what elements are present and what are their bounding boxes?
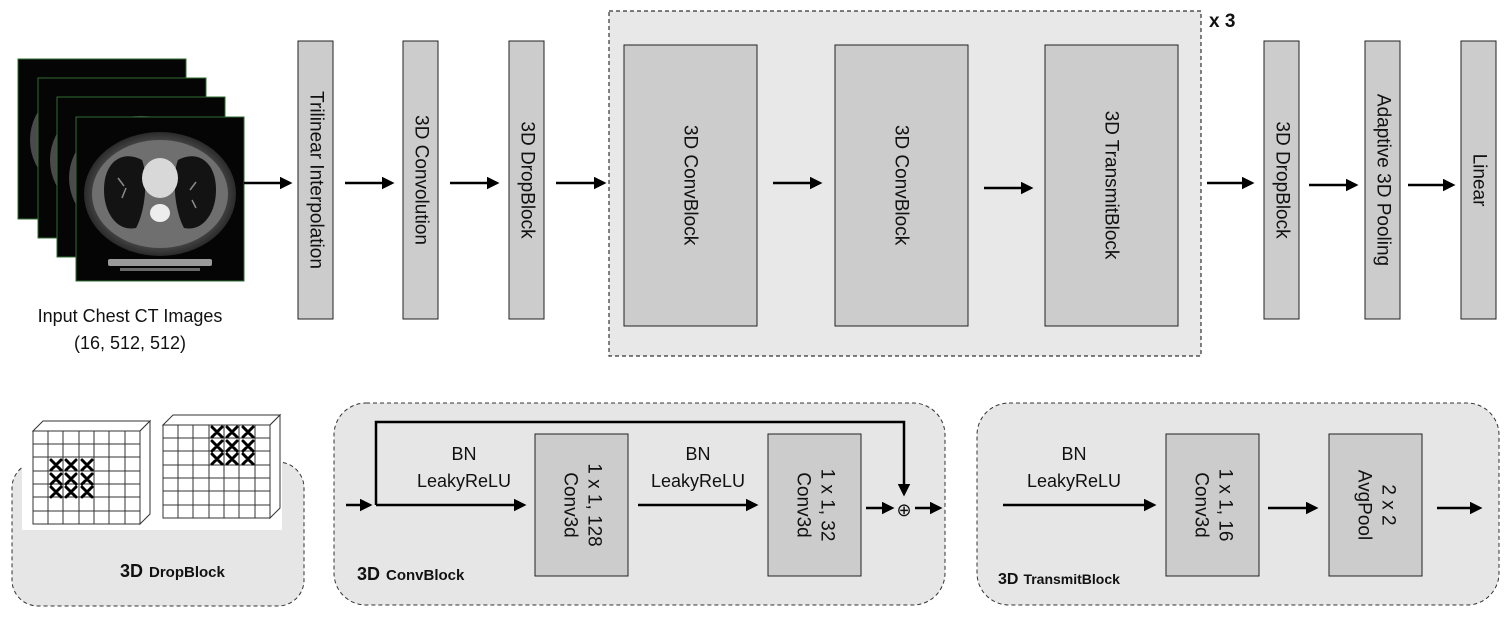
conv1-kernel: 1 x 1, 128	[584, 463, 605, 546]
input-caption-line2: (16, 512, 512)	[74, 333, 186, 353]
linear-block: Linear	[1460, 40, 1497, 320]
dropblock-block-1: 3D DropBlock	[508, 40, 545, 320]
ct-image-stack: Input Chest CT Images (16, 512, 512)	[17, 58, 245, 353]
drop-crosses-left	[49, 458, 94, 499]
transmitblock: 3D TransmitBlock	[1044, 44, 1179, 327]
tb-act-label: LeakyReLU	[1027, 471, 1121, 491]
pooling-label: Adaptive 3D Pooling	[1373, 94, 1394, 266]
conv3d-128-block: Conv3d 1 x 1, 128	[534, 433, 629, 577]
transmitblock-panel: BN LeakyReLU Conv3d 1 x 1, 16 AvgPool 2 …	[976, 402, 1500, 606]
conv3d-label: 3D Convolution	[411, 115, 432, 245]
conv1-name: Conv3d	[560, 472, 581, 538]
repeat-label: x 3	[1209, 11, 1235, 32]
input-caption-line1: Input Chest CT Images	[38, 306, 223, 326]
add-operator-icon: ⊕	[896, 500, 911, 520]
cb-act2-label: LeakyReLU	[651, 471, 745, 491]
avgpool-kernel: 2 x 2	[1378, 484, 1399, 525]
dropblock2-label: 3D DropBlock	[1272, 121, 1293, 239]
dropblock1-label: 3D DropBlock	[517, 121, 538, 239]
conv2-kernel: 1 x 1, 32	[817, 469, 838, 542]
transmitblock-label: 3D TransmitBlock	[1101, 111, 1122, 260]
ct-slice-front	[75, 116, 245, 282]
repeat-group: x 3 3D ConvBlock 3D ConvBlock 3D Transmi…	[608, 10, 1235, 357]
trilinear-label: Trilinear Interpolation	[306, 91, 327, 269]
dropblock-cube-right	[161, 413, 282, 520]
conv3d-block: 3D Convolution	[402, 40, 439, 320]
conv3d-16-block: Conv3d 1 x 1, 16	[1165, 433, 1260, 577]
convblock-1: 3D ConvBlock	[623, 44, 758, 327]
cb-bn2-label: BN	[685, 444, 710, 464]
adaptive-pooling-block: Adaptive 3D Pooling	[1364, 40, 1401, 320]
conv2-name: Conv3d	[793, 472, 814, 538]
dropblock-block-2: 3D DropBlock	[1263, 40, 1300, 320]
skip-connection	[374, 420, 911, 505]
cb-bn1-label: BN	[451, 444, 476, 464]
cb-act1-label: LeakyReLU	[417, 471, 511, 491]
right-lung	[174, 156, 216, 229]
avgpool-name: AvgPool	[1354, 470, 1375, 540]
conv3d-32-block: Conv3d 1 x 1, 32	[767, 433, 862, 577]
drop-crosses-right	[210, 425, 255, 466]
tb-conv-kernel: 1 x 1, 16	[1215, 469, 1236, 542]
convblock-2: 3D ConvBlock	[834, 44, 969, 327]
tb-conv-name: Conv3d	[1191, 472, 1212, 538]
convblock-panel: BN LeakyReLU Conv3d 1 x 1, 128 BN LeakyR…	[333, 402, 946, 606]
ct-table	[108, 259, 212, 266]
avgpool-block: AvgPool 2 x 2	[1328, 433, 1423, 577]
heart	[142, 158, 178, 198]
linear-label: Linear	[1469, 154, 1490, 207]
convblock1-label: 3D ConvBlock	[680, 125, 701, 246]
convblock2-label: 3D ConvBlock	[891, 125, 912, 246]
dropblock-cube-left	[31, 419, 152, 526]
tb-bn-label: BN	[1061, 444, 1086, 464]
trilinear-interpolation-block: Trilinear Interpolation	[297, 40, 334, 320]
